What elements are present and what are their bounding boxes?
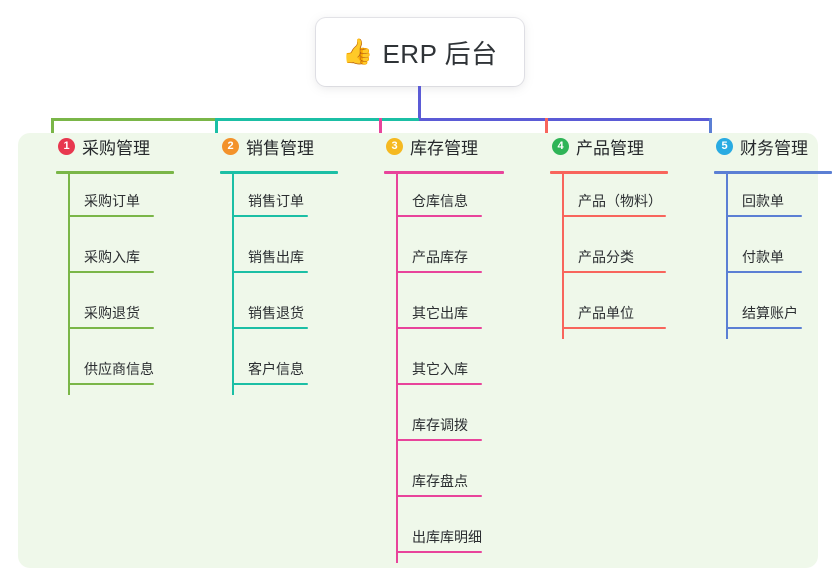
list-item-rule [68,383,154,385]
list-item-rule [396,383,482,385]
column-badge-1: 1 [58,137,75,155]
list-item-rule [232,327,308,329]
column-rule-4 [550,171,668,174]
list-item-rule [726,215,802,217]
column-1[interactable]: 1 采购管理采购订单采购入库采购退货供应商信息 [46,133,174,395]
list-item-label: 产品库存 [412,249,468,265]
column-title-2: 销售管理 [246,138,314,158]
column-title-3: 库存管理 [410,138,478,158]
list-item-rule [562,215,666,217]
list-item-label: 结算账户 [742,305,798,321]
connector-bus-mid [216,118,419,121]
column-spine-3 [396,171,398,563]
list-item-label: 回款单 [742,193,784,209]
column-title-5: 财务管理 [740,138,808,158]
connector-drop-2 [215,118,218,147]
thumbs-up-icon: 👍 [342,37,374,66]
connector-root-stem [418,86,421,121]
list-item-label: 供应商信息 [84,361,154,377]
column-spine-4 [562,171,564,339]
column-title-4: 产品管理 [576,138,644,158]
list-item-label: 采购入库 [84,249,140,265]
connector-bus-right [419,118,712,121]
list-item-rule [396,439,482,441]
list-item-rule [562,271,666,273]
list-item-label: 库存调拨 [412,417,468,433]
list-item-label: 销售订单 [248,193,304,209]
column-5[interactable]: 5 财务管理回款单付款单结算账户 [704,133,832,339]
list-item-rule [232,215,308,217]
list-item-rule [396,327,482,329]
list-item-label: 产品（物料） [578,193,662,209]
column-rule-2 [220,171,338,174]
list-item-rule [396,271,482,273]
column-spine-5 [726,171,728,339]
column-badge-3: 3 [386,137,403,155]
column-header-5[interactable]: 5 财务管理 [704,133,808,159]
column-rule-1 [56,171,174,174]
list-item-rule [68,215,154,217]
list-item-rule [68,271,154,273]
page-title: ERP 后台 [382,38,498,69]
list-item-label: 出库库明细 [412,529,482,545]
list-item-label: 采购订单 [84,193,140,209]
connector-bus-left [52,118,216,121]
list-item-rule [232,271,308,273]
list-item-rule [396,215,482,217]
root-title-card[interactable]: 👍 ERP 后台 [316,18,524,86]
column-title-1: 采购管理 [82,138,150,158]
column-4[interactable]: 4 产品管理产品（物料） 产品分类产品单位 [540,133,668,339]
column-header-2[interactable]: 2 销售管理 [210,133,314,159]
diagram-canvas: 1 采购管理采购订单采购入库采购退货供应商信息 2 销售管理销售订单销售出库销售退货客… [18,133,832,568]
column-rule-3 [384,171,504,174]
column-rule-5 [714,171,832,174]
list-item-label: 采购退货 [84,305,140,321]
list-item-label: 产品单位 [578,305,634,321]
column-header-3[interactable]: 3 库存管理 [374,133,478,159]
column-header-4[interactable]: 4 产品管理 [540,133,644,159]
connector-drop-1 [51,118,54,147]
column-spine-2 [232,171,234,395]
list-item-rule [68,327,154,329]
column-header-1[interactable]: 1 采购管理 [46,133,150,159]
column-badge-4: 4 [552,137,569,155]
list-item-label: 其它出库 [412,305,468,321]
connector-drop-3 [379,118,382,147]
list-item-rule [726,327,802,329]
column-badge-2: 2 [222,137,239,155]
column-3[interactable]: 3 库存管理仓库信息产品库存其它出库其它入库库存调拨库存盘点出库库明细 [374,133,504,563]
column-2[interactable]: 2 销售管理销售订单销售出库销售退货客户信息 [210,133,338,395]
list-item-rule [396,551,482,553]
list-item-rule [562,327,666,329]
list-item-label: 销售退货 [248,305,304,321]
list-item-label: 客户信息 [248,361,304,377]
list-item-label: 库存盘点 [412,473,468,489]
column-badge-5: 5 [716,137,733,155]
list-item-label: 产品分类 [578,249,634,265]
connector-drop-5 [709,118,712,147]
list-item-rule [232,383,308,385]
list-item-label: 其它入库 [412,361,468,377]
list-item-label: 仓库信息 [412,193,468,209]
list-item-rule [726,271,802,273]
column-spine-1 [68,171,70,395]
list-item-rule [396,495,482,497]
list-item-label: 销售出库 [248,249,304,265]
connector-drop-4 [545,118,548,147]
list-item-label: 付款单 [742,249,784,265]
